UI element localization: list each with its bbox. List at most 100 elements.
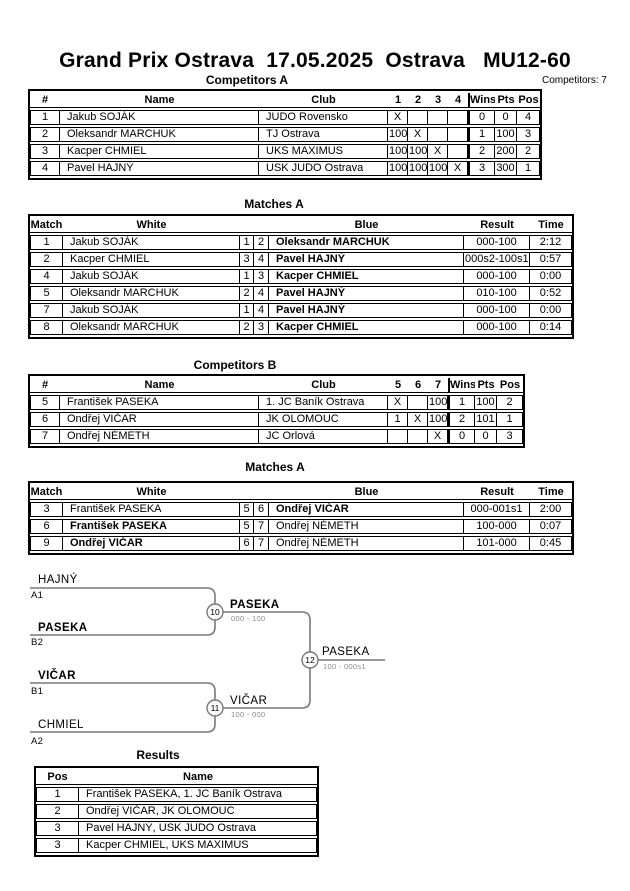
time-cell: 0:52 [530, 286, 572, 301]
competitor-club: JUDO Rovensko [259, 110, 388, 125]
bracket-slot-name: VIČAR [38, 669, 76, 682]
col-header: Pos [517, 93, 540, 108]
competitor-club: JK OLOMOUC [259, 412, 388, 427]
blue-name: Ondřej NÉMETH [269, 519, 464, 534]
white-seed: 1 [240, 303, 254, 318]
pts-cell: 100 [495, 127, 517, 142]
results-table: Pos Name 1 František PASEKA, 1. JC Baník… [34, 766, 319, 857]
matches-b-table: Match White Blue Result Time 3 František… [28, 481, 574, 555]
competitor-number: 2 [30, 127, 60, 142]
white-name: Ondřej VIČAR [63, 536, 240, 551]
match-number: 5 [30, 286, 63, 301]
competitor-number: 3 [30, 144, 60, 159]
result-cell: 000-100 [464, 235, 530, 250]
col-header: Blue [269, 218, 464, 233]
wins-cell: 2 [448, 412, 475, 427]
white-seed: 5 [240, 519, 254, 534]
col-header: Pos [497, 378, 523, 393]
white-name: Oleksandr MARCHUK [63, 320, 240, 335]
col-header: 5 [388, 378, 408, 393]
bracket-node-circle [206, 699, 224, 717]
col-header: Club [259, 378, 388, 393]
bracket-slot-seed: B2 [31, 637, 43, 648]
result-cell: 101-000 [464, 536, 530, 551]
bracket-line [223, 611, 311, 709]
result-cell: 000-100 [464, 320, 530, 335]
bracket-node-number: 12 [305, 655, 315, 665]
white-name: Jakub SOJÁK [63, 235, 240, 250]
header-row: # Name Club 1 2 3 4 Wins Pts Pos [30, 93, 540, 108]
competitor-club: USK JUDO Ostrava [259, 161, 388, 176]
col-header: Match [30, 485, 63, 500]
table-row: 3 Pavel HAJNÝ, USK JUDO Ostrava [36, 821, 317, 836]
pts-cell: 0 [475, 429, 497, 444]
table-row: 3 Kacper CHMIEL UKS MAXIMUS 100 100 X 2 … [30, 144, 540, 159]
table-row: 3 Kacper CHMIEL, UKS MAXIMUS [36, 838, 317, 853]
bracket-score: 100 - 000s1 [323, 662, 366, 671]
competitors-a-table: # Name Club 1 2 3 4 Wins Pts Pos 1 Jakub… [28, 89, 542, 180]
white-seed: 2 [240, 286, 254, 301]
table-row: 5 Oleksandr MARCHUK 2 4 Pavel HAJNÝ 010-… [30, 286, 572, 301]
time-cell: 2:00 [530, 502, 572, 517]
competitor-number: 7 [30, 429, 60, 444]
blue-seed: 4 [254, 303, 269, 318]
competitor-club: TJ Ostrava [259, 127, 388, 142]
time-cell: 0:00 [530, 269, 572, 284]
col-header: 3 [428, 93, 448, 108]
bracket-node-circle [206, 603, 224, 621]
bracket-slot-name: CHMIEL [38, 719, 84, 731]
section-title-results: Results [136, 748, 180, 762]
competitor-name: Ondřej NÉMETH [60, 429, 259, 444]
white-seed: 1 [240, 269, 254, 284]
bracket-slot-seed: B1 [31, 686, 43, 697]
result-pos: 3 [36, 821, 79, 836]
blue-seed: 2 [254, 235, 269, 250]
blue-name: Ondřej VIČAR [269, 502, 464, 517]
pts-cell: 101 [475, 412, 497, 427]
rr-cell [408, 429, 428, 444]
white-seed: 1 [240, 235, 254, 250]
competitor-number: 4 [30, 161, 60, 176]
competitor-number: 6 [30, 412, 60, 427]
table-row: 8 Oleksandr MARCHUK 2 3 Kacper CHMIEL 00… [30, 320, 572, 335]
result-name: Ondřej VIČAR, JK OLOMOUC [79, 804, 317, 819]
competitor-name: František PASEKA [60, 395, 259, 410]
col-header: Result [464, 218, 530, 233]
match-number: 3 [30, 502, 63, 517]
blue-name: Pavel HAJNÝ [269, 252, 464, 267]
pos-cell: 2 [517, 144, 540, 159]
rr-cell [388, 429, 408, 444]
wins-cell: 2 [468, 144, 495, 159]
col-header: 4 [448, 93, 468, 108]
match-number: 2 [30, 252, 63, 267]
competitors-b-table: # Name Club 5 6 7 Wins Pts Pos 5 Františ… [28, 374, 525, 448]
rr-cell: 100 [388, 161, 408, 176]
table-row: 1 Jakub SOJÁK 1 2 Oleksandr MARCHUK 000-… [30, 235, 572, 250]
match-number: 8 [30, 320, 63, 335]
bracket-score: 100 - 000 [231, 710, 265, 719]
section-title-matches-b: Matches A [245, 460, 305, 474]
matches-a-table: Match White Blue Result Time 1 Jakub SOJ… [28, 214, 574, 339]
rr-cell: X [428, 429, 448, 444]
wins-cell: 3 [468, 161, 495, 176]
col-header: Result [464, 485, 530, 500]
col-header: 6 [408, 378, 428, 393]
rr-cell: X [448, 161, 468, 176]
blue-name: Kacper CHMIEL [269, 320, 464, 335]
pos-cell: 3 [517, 127, 540, 142]
rr-cell: X [388, 110, 408, 125]
section-title-matches-a: Matches A [244, 197, 304, 211]
match-number: 9 [30, 536, 63, 551]
col-header: 2 [408, 93, 428, 108]
rr-cell: 100 [428, 412, 448, 427]
table-row: 2 Kacper CHMIEL 3 4 Pavel HAJNÝ 000s2-10… [30, 252, 572, 267]
competitor-name: Ondřej VIČAR [60, 412, 259, 427]
white-seed: 3 [240, 252, 254, 267]
col-header: Time [530, 218, 572, 233]
col-header: White [63, 218, 240, 233]
bracket-node-number: 11 [211, 703, 220, 713]
bracket-slot-seed: A2 [31, 736, 43, 747]
col-header: Pos [36, 770, 79, 785]
blue-name: Kacper CHMIEL [269, 269, 464, 284]
